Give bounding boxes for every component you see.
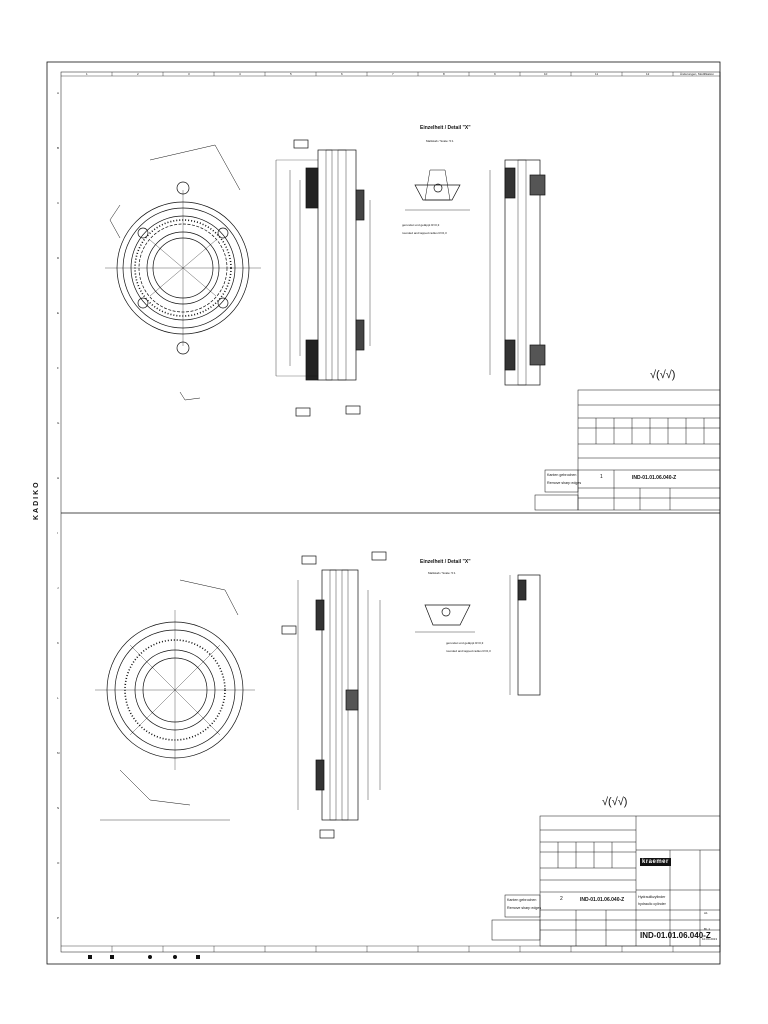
upper-index: 1: [600, 474, 603, 480]
margin-brand: KADIKO: [33, 480, 40, 520]
upper-detail-note-de: gerundet und geläppt R=0,3: [402, 223, 440, 227]
column-number: 9: [494, 72, 496, 76]
column-number: 8: [443, 72, 445, 76]
upper-detail-scale: Maßstab / Scale: 5:1: [426, 139, 454, 143]
row-letter: I: [57, 531, 58, 535]
row-letter: G: [57, 421, 60, 425]
row-letter: K: [57, 641, 60, 645]
lower-main-drawing-number: IND-01.01.06.040-Z: [640, 931, 711, 940]
row-letter: E: [57, 311, 60, 315]
upper-remove-edges-en: Remove sharp edges: [547, 481, 582, 485]
column-number: 7: [392, 72, 394, 76]
row-letter: F: [57, 366, 59, 370]
company-logo: kraemer: [640, 858, 671, 866]
lower-flange-section-view: [281, 551, 387, 839]
row-letter: J: [57, 586, 59, 590]
lower-remove-edges-en: Remove sharp edges: [507, 906, 542, 910]
lower-detail-x: [415, 604, 475, 633]
column-number: 3: [188, 72, 190, 76]
row-letter: O: [57, 861, 60, 865]
row-letter: A: [57, 91, 60, 95]
lower-remove-edges-de: Kanten gebrochen: [507, 898, 537, 902]
lower-detail-note-de: gerundet und geläppt R=0,3: [446, 641, 484, 645]
column-number: 11: [595, 72, 599, 76]
lower-index: 2: [560, 896, 563, 902]
lower-detail-scale: Maßstab / Scale: 5:1: [428, 571, 456, 575]
lower-side-section: [509, 574, 541, 696]
upper-surface-symbol: √(√√): [650, 369, 676, 381]
lower-date: 10.04.2013: [702, 937, 718, 941]
lower-title-block: [491, 815, 721, 947]
lower-sheet-label: Bl. 1: [704, 927, 711, 931]
row-letter: D: [57, 256, 60, 260]
row-letter: P: [57, 916, 60, 920]
column-number: 1: [86, 72, 88, 76]
upper-side-section: [489, 159, 546, 386]
lower-drawing-number: IND-01.01.06.040-Z: [580, 897, 625, 903]
lower-detail-note-en: rounded and lapped radius R=0,3: [446, 649, 491, 653]
row-letter: M: [57, 751, 60, 755]
lower-flange-front-view: [95, 579, 255, 821]
column-number: 12: [646, 72, 650, 76]
upper-title-block: [534, 389, 721, 511]
top-right-note: Änderungen, Modifikation: [680, 72, 715, 76]
row-letter: C: [57, 201, 60, 205]
column-number: 10: [544, 72, 548, 76]
row-letter: B: [57, 146, 60, 150]
column-number: 4: [239, 72, 241, 76]
upper-detail-title: Einzelheit / Detail "X": [420, 125, 471, 131]
row-letter: L: [57, 696, 59, 700]
upper-remove-edges-de: Kanten gebrochen: [547, 473, 577, 477]
upper-detail-note-en: rounded and lapped radius R=0,3: [402, 231, 447, 235]
column-number: 2: [137, 72, 139, 76]
column-number: 6: [341, 72, 343, 76]
upper-flange-section-view: [275, 139, 371, 417]
upper-drawing-number: IND-01.01.06.040-Z: [632, 475, 677, 481]
lower-detail-title: Einzelheit / Detail "X": [420, 559, 471, 565]
lower-surface-symbol: √(√√): [602, 796, 628, 808]
row-letter: N: [57, 806, 60, 810]
legend-strip: [88, 955, 200, 959]
row-letter: H: [57, 476, 60, 480]
column-number: 5: [290, 72, 292, 76]
lower-title-de: Hydraulikzylinder: [638, 895, 666, 899]
lower-format: A1: [704, 911, 708, 915]
lower-title-en: hydraulic cylinder: [638, 902, 666, 906]
upper-flange-front-view: [105, 144, 261, 401]
upper-detail-x: [405, 169, 470, 211]
